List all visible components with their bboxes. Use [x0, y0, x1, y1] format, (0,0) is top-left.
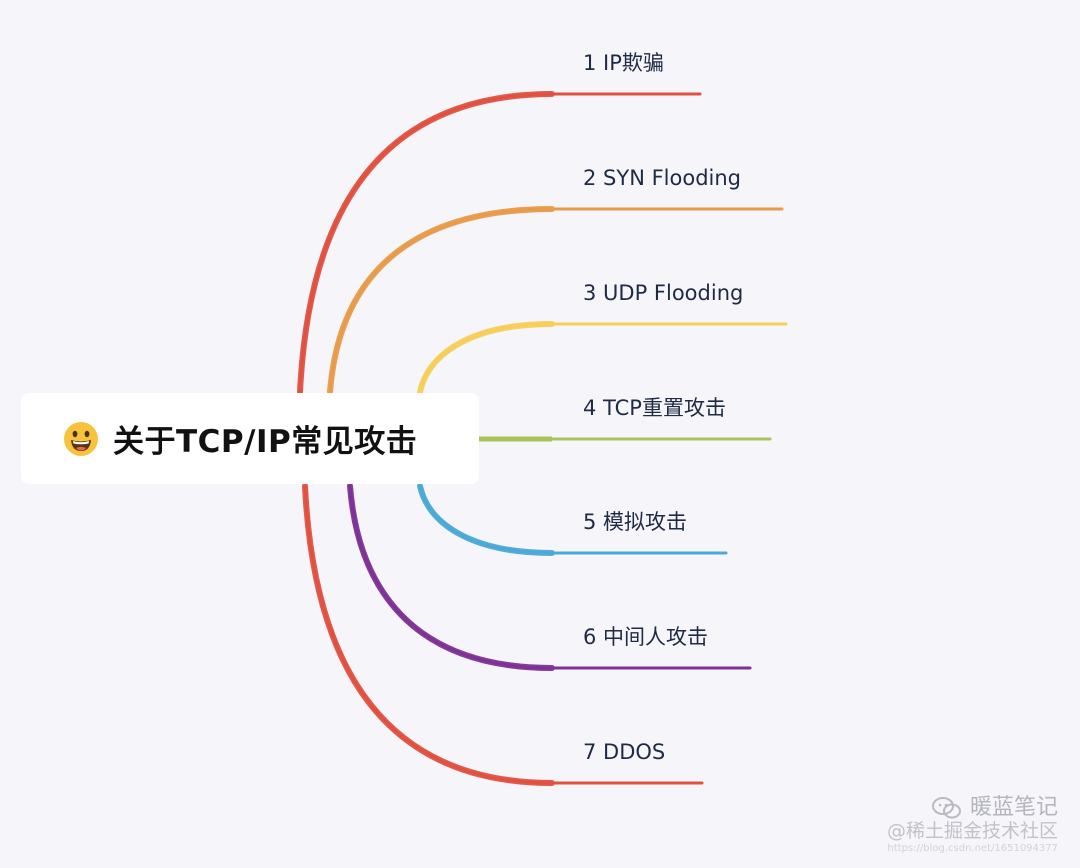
branch-label-4[interactable]: 4 TCP重置攻击: [583, 396, 726, 420]
branch-label-1[interactable]: 1 IP欺骗: [583, 51, 664, 75]
watermark-account: 暖蓝笔记: [969, 795, 1058, 821]
branch-label-2[interactable]: 2 SYN Flooding: [583, 166, 741, 190]
watermark: 暖蓝笔记 @稀土掘金技术社区 https://blog.csdn.net/165…: [887, 795, 1058, 854]
branch-label-3[interactable]: 3 UDP Flooding: [583, 281, 744, 305]
branch-label-5[interactable]: 5 模拟攻击: [583, 510, 688, 534]
branch-connector-stem-5: [417, 483, 555, 556]
watermark-community: @稀土掘金技术社区: [886, 819, 1058, 842]
grinning-face-icon: [64, 421, 98, 456]
branch-connector-stem-2: [327, 206, 555, 395]
branch-connector-1: [298, 92, 702, 394]
branch-connector-stem-3: [417, 321, 555, 395]
branch-connector-stem-1: [297, 91, 555, 395]
branch-label-6[interactable]: 6 中间人攻击: [583, 625, 709, 649]
branch-connector-stem-7: [302, 483, 555, 786]
wechat-icon: [931, 797, 961, 819]
root-node[interactable]: 关于TCP/IP常见攻击: [21, 393, 479, 484]
branch-connector-stem-6: [347, 483, 555, 671]
branch-label-7[interactable]: 7 DDOS: [583, 740, 666, 764]
watermark-url: https://blog.csdn.net/1651094377: [887, 842, 1058, 854]
root-title: 关于TCP/IP常见攻击: [113, 424, 418, 460]
